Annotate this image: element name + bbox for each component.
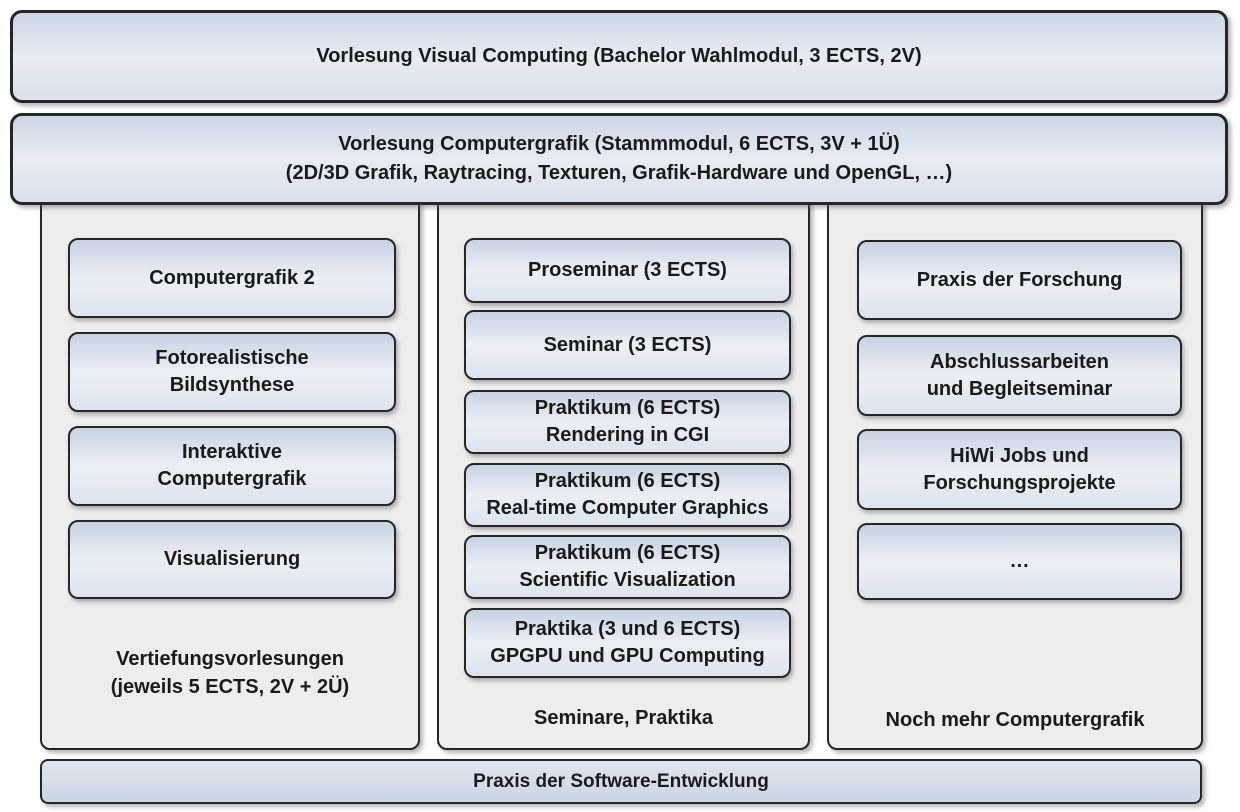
column-footer-line: Noch mehr Computergrafik — [885, 709, 1145, 731]
course-box-label: GPGPU und GPU Computing — [490, 645, 765, 667]
course-box-label: Computergrafik — [157, 468, 307, 490]
course-box-label: Rendering in CGI — [545, 424, 710, 446]
course-box-praktikum-realtime-computer-graphics: Praktikum (6 ECTS) Real-time Computer Gr… — [464, 463, 791, 527]
column-footer-vertiefungsvorlesungen: Vertiefungsvorlesungen (jeweils 5 ECTS, … — [42, 645, 418, 701]
course-box-label: Praktikum (6 ECTS) — [534, 542, 721, 564]
module-bar-computergrafik-line1: Vorlesung Computergrafik (Stammmodul, 6 … — [338, 133, 900, 155]
course-box-praktikum-scientific-visualization: Praktikum (6 ECTS) Scientific Visualizat… — [464, 535, 791, 599]
course-box-fotorealistische-bildsynthese: Fotorealistische Bildsynthese — [68, 332, 396, 412]
column-noch-mehr-computergrafik: Praxis der Forschung Abschlussarbeiten u… — [827, 196, 1203, 750]
column-footer-line: (jeweils 5 ECTS, 2V + 2Ü) — [110, 676, 350, 698]
course-box-label: Bildsynthese — [169, 374, 295, 396]
course-box-visualisierung: Visualisierung — [68, 520, 396, 599]
course-box-label: Praktikum (6 ECTS) — [534, 470, 721, 492]
course-box-ellipsis: … — [857, 523, 1182, 600]
course-box-hiwi-jobs: HiWi Jobs und Forschungsprojekte — [857, 429, 1182, 510]
course-box-label: Forschungsprojekte — [923, 471, 1116, 494]
course-box-interaktive-computergrafik: Interaktive Computergrafik — [68, 426, 396, 506]
module-bar-visual-computing: Vorlesung Visual Computing (Bachelor Wah… — [10, 10, 1228, 103]
course-box-praktika-gpgpu: Praktika (3 und 6 ECTS) GPGPU und GPU Co… — [464, 608, 791, 678]
course-box-label: Fotorealistische — [155, 347, 309, 369]
course-box-label: Praktika (3 und 6 ECTS) — [514, 618, 741, 640]
column-footer-noch-mehr-computergrafik: Noch mehr Computergrafik — [829, 706, 1201, 734]
module-bar-praxis-der-software-entwicklung: Praxis der Software-Entwicklung — [40, 759, 1202, 804]
column-footer-line: Vertiefungsvorlesungen — [116, 648, 344, 670]
course-box-label: Computergrafik 2 — [149, 266, 315, 289]
column-vertiefungsvorlesungen: Computergrafik 2 Fotorealistische Bildsy… — [40, 196, 420, 750]
course-box-label: Interaktive — [181, 441, 283, 463]
course-box-label: Praktikum (6 ECTS) — [534, 397, 721, 419]
course-box-label: Seminar (3 ECTS) — [543, 333, 712, 356]
module-bar-visual-computing-label: Vorlesung Visual Computing (Bachelor Wah… — [316, 45, 922, 67]
column-footer-line: Seminare, Praktika — [534, 707, 713, 729]
module-bar-computergrafik: Vorlesung Computergrafik (Stammmodul, 6 … — [10, 113, 1228, 205]
module-bar-praxis-label: Praxis der Software-Entwicklung — [473, 771, 769, 792]
course-box-label: Real-time Computer Graphics — [486, 497, 769, 519]
column-footer-seminare-praktika: Seminare, Praktika — [439, 704, 808, 732]
course-box-label: Praxis der Forschung — [916, 268, 1123, 291]
course-box-seminar: Seminar (3 ECTS) — [464, 310, 791, 380]
course-box-praxis-der-forschung: Praxis der Forschung — [857, 240, 1182, 320]
course-box-proseminar: Proseminar (3 ECTS) — [464, 238, 791, 303]
course-box-computergrafik-2: Computergrafik 2 — [68, 238, 396, 318]
course-box-label: Abschlussarbeiten — [930, 350, 1109, 373]
course-box-label: Visualisierung — [163, 548, 301, 570]
course-box-label: Scientific Visualization — [519, 569, 736, 591]
course-box-label: … — [1009, 550, 1030, 572]
course-box-label: HiWi Jobs und — [950, 444, 1089, 467]
course-box-label: Proseminar (3 ECTS) — [528, 259, 727, 281]
column-seminare-praktika: Proseminar (3 ECTS) Seminar (3 ECTS) Pra… — [437, 196, 810, 750]
course-box-label: und Begleitseminar — [926, 377, 1113, 400]
module-bar-computergrafik-line2: (2D/3D Grafik, Raytracing, Texturen, Gra… — [285, 162, 953, 184]
course-box-abschlussarbeiten: Abschlussarbeiten und Begleitseminar — [857, 335, 1182, 416]
course-box-praktikum-rendering-cgi: Praktikum (6 ECTS) Rendering in CGI — [464, 390, 791, 454]
